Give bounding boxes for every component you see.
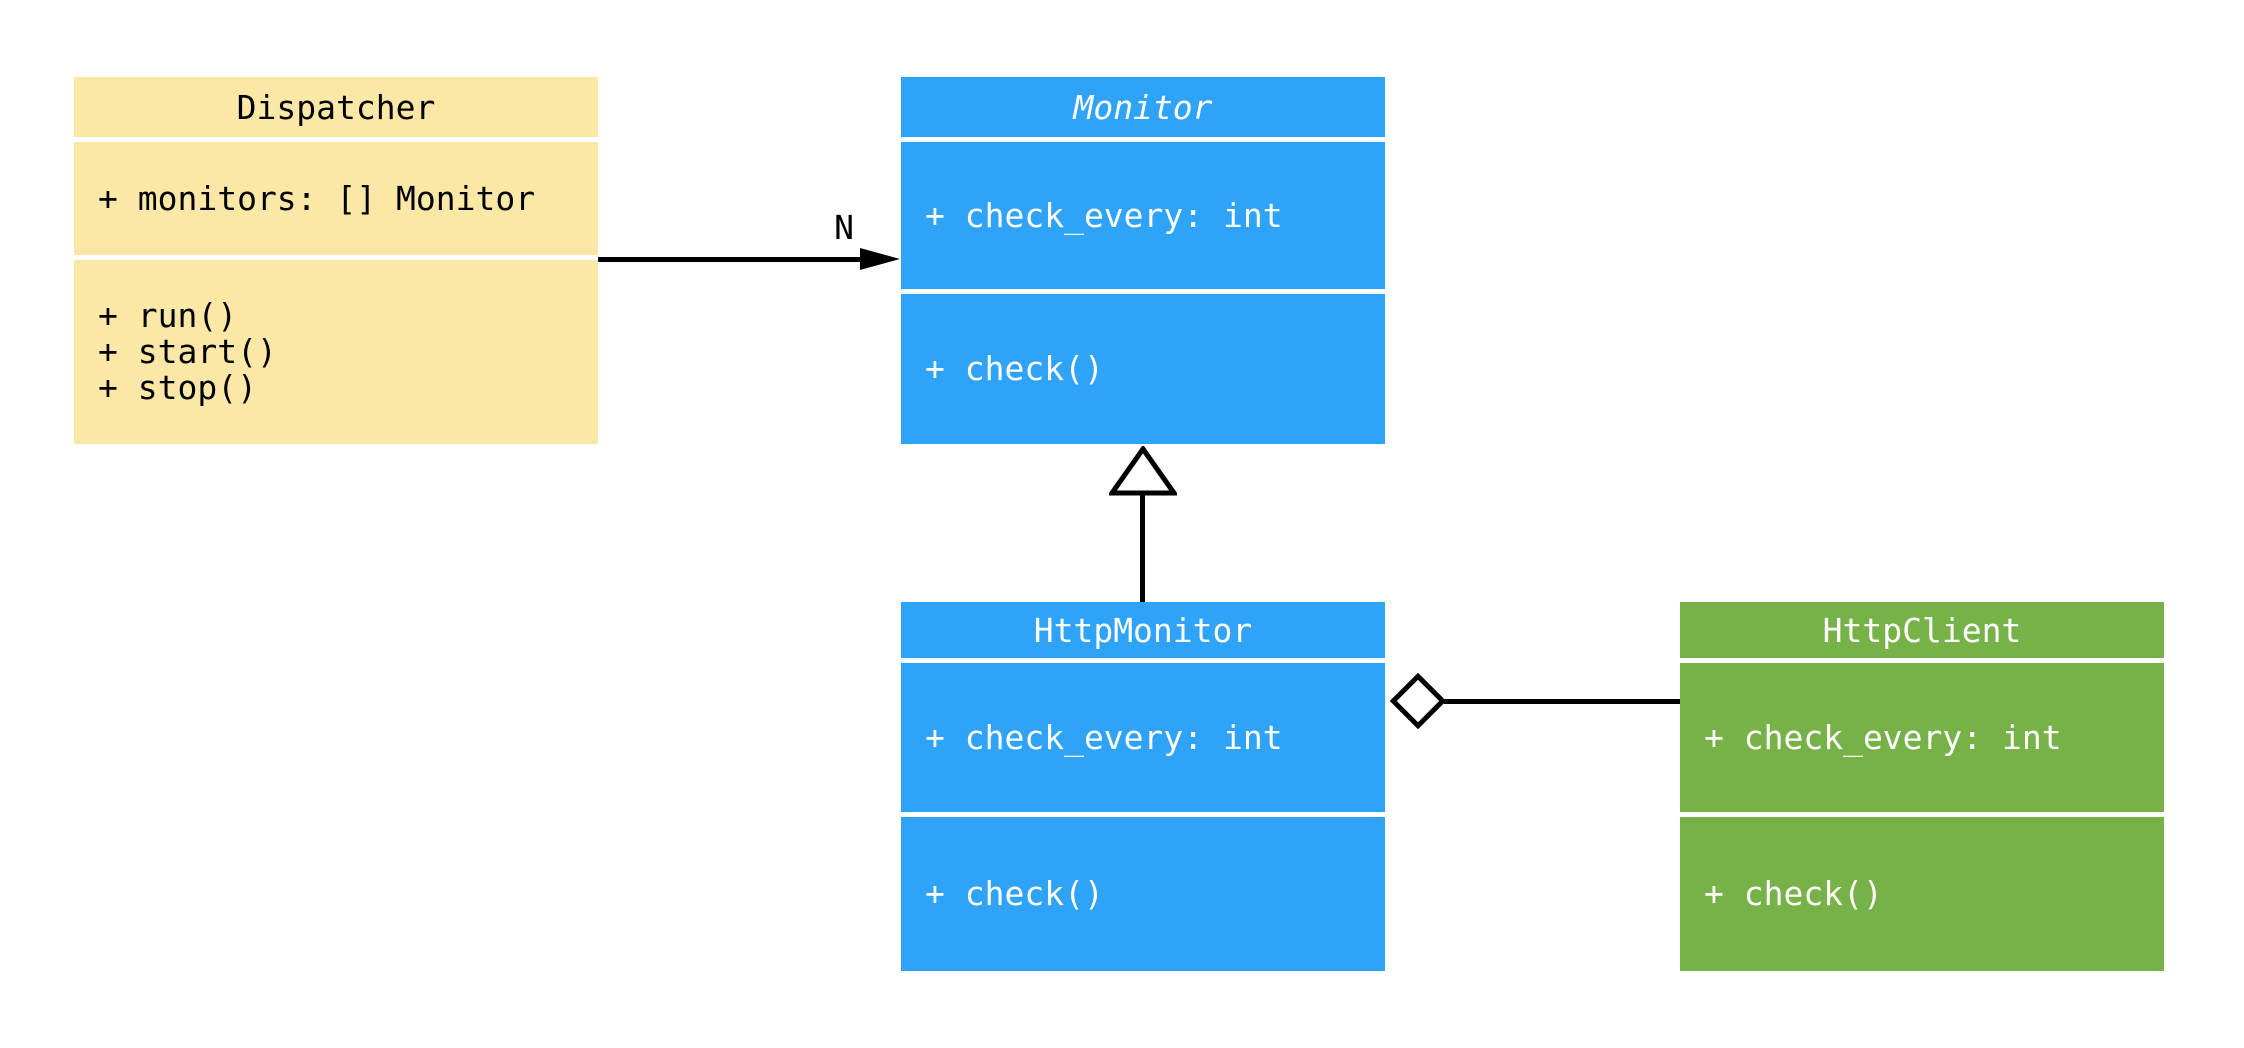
- class-dispatcher-methods: + run() + start() + stop(): [74, 260, 598, 444]
- method-row: + stop(): [98, 368, 257, 407]
- method-row: + run(): [98, 296, 238, 335]
- method-row: + check(): [1704, 874, 1883, 913]
- aggregation-line: [1444, 699, 1680, 704]
- class-monitor-attributes: + check_every: int: [901, 142, 1385, 289]
- class-httpmonitor-attributes: + check_every: int: [901, 663, 1385, 812]
- multiplicity-label: N: [834, 208, 854, 247]
- class-httpmonitor-methods: + check(): [901, 817, 1385, 971]
- method-row: + start(): [98, 332, 277, 371]
- class-httpclient-title: HttpClient: [1680, 602, 2164, 658]
- association-line: [598, 257, 864, 262]
- class-httpclient: HttpClient + check_every: int + check(): [1680, 602, 2164, 971]
- method-row: + check(): [925, 874, 1104, 913]
- class-dispatcher-title: Dispatcher: [74, 77, 598, 137]
- class-httpmonitor: HttpMonitor + check_every: int + check(): [901, 602, 1385, 971]
- inheritance-line: [1140, 490, 1145, 602]
- attribute-row: + check_every: int: [925, 717, 1283, 757]
- class-dispatcher-attributes: + monitors: [] Monitor: [74, 142, 598, 255]
- class-httpclient-attributes: + check_every: int: [1680, 663, 2164, 812]
- aggregation-diamond-icon: [1389, 672, 1447, 730]
- class-monitor-title: Monitor: [901, 77, 1385, 137]
- class-monitor-methods: + check(): [901, 294, 1385, 444]
- association-arrowhead-icon: [860, 248, 900, 270]
- attribute-row: + check_every: int: [925, 195, 1283, 235]
- class-monitor: Monitor + check_every: int + check(): [901, 77, 1385, 444]
- inheritance-triangle-shape: [1109, 446, 1177, 496]
- inheritance-triangle-icon: [1109, 446, 1177, 496]
- attribute-row: + check_every: int: [1704, 717, 2062, 757]
- method-row: + check(): [925, 349, 1104, 388]
- class-dispatcher: Dispatcher + monitors: [] Monitor + run(…: [74, 77, 598, 444]
- class-httpmonitor-title: HttpMonitor: [901, 602, 1385, 658]
- class-httpclient-methods: + check(): [1680, 817, 2164, 971]
- attribute-row: + monitors: [] Monitor: [98, 178, 536, 218]
